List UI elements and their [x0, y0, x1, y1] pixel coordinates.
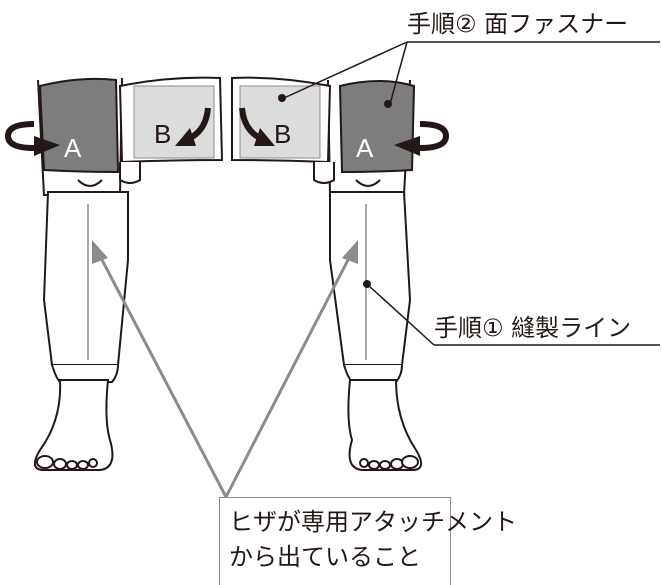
left-strap-b: B	[118, 76, 224, 184]
sewing-line-dot	[363, 280, 371, 288]
left-shin-sleeve	[42, 191, 129, 366]
right-shin-sleeve	[329, 191, 412, 366]
step2-leader-a	[389, 41, 408, 105]
right-strap-a: A	[338, 80, 450, 174]
callout-step1-sewing-line: 手順① 縫製ライン	[434, 314, 632, 342]
step1-leader	[367, 284, 435, 346]
fastener-dot-b	[278, 94, 286, 102]
right-foot	[347, 379, 423, 471]
knee-note-box	[219, 497, 451, 585]
right-knee-pointer-arrow-icon	[342, 240, 358, 264]
left-strap-a: A	[4, 77, 120, 174]
left-rotation-arrow-icon	[4, 121, 35, 151]
step2-leader-b	[283, 41, 408, 99]
right-knee-mark	[355, 179, 381, 187]
left-strap-b-letter: B	[154, 119, 171, 149]
left-knee-pointer-arrow-icon	[92, 240, 108, 264]
callout-step2-fastener: 手順② 面ファスナー	[407, 10, 629, 38]
right-strap-a-letter: A	[356, 133, 374, 163]
callout-lines	[283, 41, 660, 346]
knee-note-line2: から出ていること	[229, 543, 421, 571]
right-rotation-arrow-icon	[419, 121, 450, 151]
left-strap-a-letter: A	[64, 133, 82, 163]
right-strap-b: B	[231, 76, 335, 184]
left-knee-mark	[77, 179, 103, 187]
knee-note-line1: ヒザが専用アタッチメント	[229, 508, 517, 536]
knee-pointers	[92, 240, 358, 498]
right-strap-b-letter: B	[274, 119, 291, 149]
